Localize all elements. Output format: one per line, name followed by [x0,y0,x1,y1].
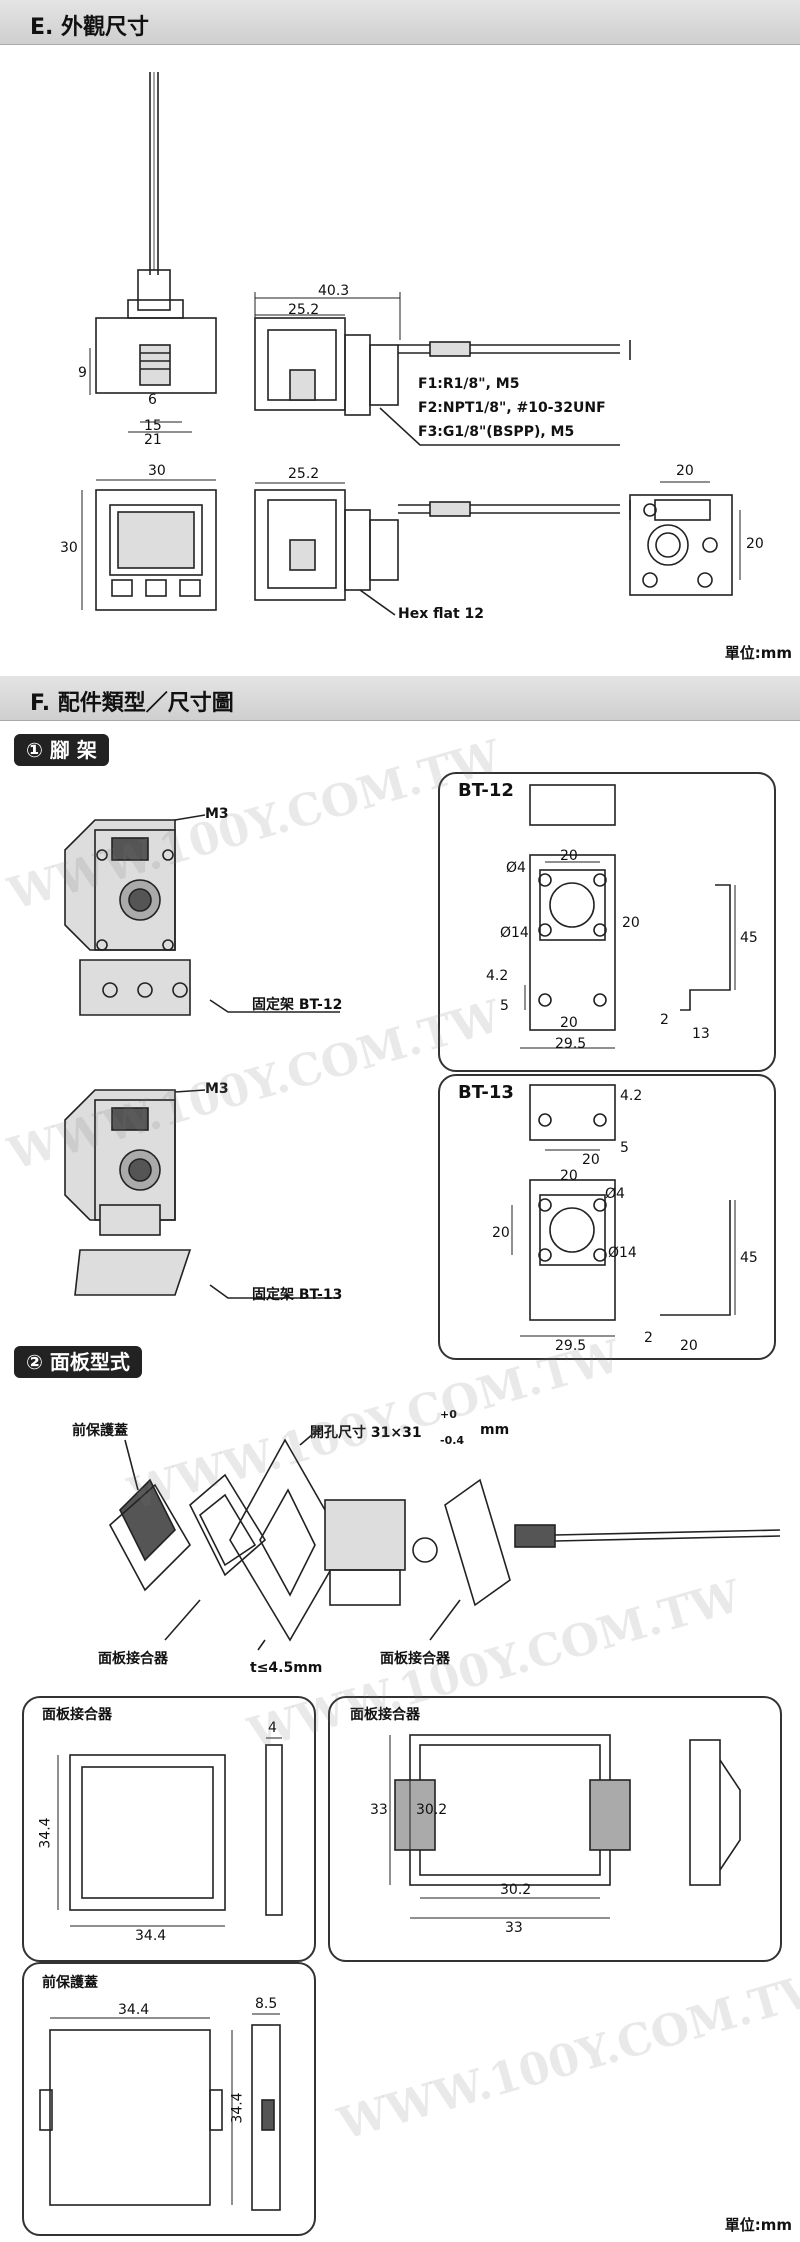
section-e-title: E. 外觀尺寸 [30,15,150,40]
bt12-d14: Ø14 [500,925,529,941]
adapter2-d30-2-v: 30.2 [416,1802,448,1818]
cover-d34-4-v: 34.4 [229,2092,246,2124]
m3-label-bt12: M3 [205,806,229,822]
bt13-d29-5: 29.5 [555,1338,587,1354]
cover-box-title: 前保護蓋 [42,1975,98,1991]
hole-size-label: 開孔尺寸 31×31 [310,1425,422,1441]
unit-label-e: 單位:mm [724,644,792,662]
adapter-label-left: 面板接合器 [98,1651,168,1667]
bt13-d5: 5 [620,1140,629,1156]
thickness-label: t≤4.5mm [250,1660,323,1676]
thread-f1: F1:R1/8", M5 [418,376,520,392]
bt12-d20b: 20 [622,915,640,931]
dim-20-height: 20 [746,536,764,552]
bt12-d5: 5 [500,998,509,1014]
cover-d34-4-h: 34.4 [118,2002,150,2018]
thread-f3: F3:G1/8"(BSPP), M5 [418,424,575,440]
thread-f2: F2:NPT1/8", #10-32UNF [418,400,606,416]
adapter-side-drawing [389,1734,741,1919]
cover-d8-5: 8.5 [255,1996,278,2012]
section-e-header: E. 外觀尺寸 [0,0,800,45]
bt13-d20d: 20 [680,1338,698,1354]
bt12-title: BT-12 [458,780,514,801]
bt12-d20a: 20 [560,848,578,864]
bt13-iso-drawing [64,1089,340,1299]
adapter-d4: 4 [268,1720,277,1736]
bt13-d20c: 20 [492,1225,510,1241]
bt12-detail-drawing [520,784,736,1049]
unit-label-f: 單位:mm [724,2216,792,2234]
sensor-top-view-drawing [89,72,631,446]
bt13-d4-2: 4.2 [620,1088,643,1104]
dim-6: 6 [148,392,157,408]
bt12-d29-5: 29.5 [555,1036,587,1052]
m3-label-bt13: M3 [205,1081,229,1097]
adapter2-d30-2-h: 30.2 [500,1882,532,1898]
adapter-d34-4-h: 34.4 [135,1928,167,1944]
dim-25-2-side: 25.2 [288,466,320,482]
panel-mount-exploded-drawing [108,1427,781,1651]
bt13-d20a: 20 [582,1152,600,1168]
bt12-d4-2: 4.2 [486,968,509,984]
section-f-header: F. 配件類型／尺寸圖 [0,676,800,721]
front-cover-label: 前保護蓋 [72,1423,128,1439]
adapter2-d33-v: 33 [370,1802,388,1818]
bt13-d4: Ø4 [605,1186,625,1202]
adapter-label-right: 面板接合器 [380,1651,450,1667]
adapter-detail-drawing [57,1737,283,1927]
bt13-d45: 45 [740,1250,758,1266]
panel-section-label: ② 面板型式 [14,1346,142,1378]
bt13-caption: 固定架 BT-13 [252,1287,343,1303]
adapter-detail-box [22,1696,316,1962]
bt12-d45: 45 [740,930,758,946]
bt13-detail-drawing [511,1084,736,1337]
section-f-title: F. 配件類型／尺寸圖 [30,691,234,716]
dim-20-width: 20 [676,463,694,479]
bt12-d4: Ø4 [506,860,526,876]
bt13-d2: 2 [644,1330,653,1346]
dim-9: 9 [78,365,87,381]
bt12-d20c: 20 [560,1015,578,1031]
bt13-d14: Ø14 [608,1245,637,1261]
dim-30-width: 30 [148,463,166,479]
dim-40-3: 40.3 [318,283,350,299]
bt12-iso-drawing [64,814,340,1016]
dim-30-height: 30 [60,540,78,556]
sensor-front-side-rear-drawing [81,479,741,616]
bt13-title: BT-13 [458,1082,514,1103]
bt13-detail-box [438,1074,776,1360]
hole-tol-minus: -0.4 [440,1434,465,1447]
bt13-d20b: 20 [560,1168,578,1184]
dim-15: 15 [144,418,162,434]
hole-tol-plus: +0 [440,1408,457,1421]
bt12-caption: 固定架 BT-12 [252,997,343,1013]
bt12-d2: 2 [660,1012,669,1028]
adapter-box-title: 面板接合器 [42,1707,112,1723]
dim-25-2-top: 25.2 [288,302,320,318]
adapter-box2-title: 面板接合器 [350,1707,420,1723]
hex-flat-label: Hex flat 12 [398,606,484,622]
bt12-detail-box [438,772,776,1072]
adapter2-d33-h: 33 [505,1920,523,1936]
front-cover-detail-box [22,1962,316,2236]
bracket-section-label: ① 腳 架 [14,734,109,766]
bt12-d13: 13 [692,1026,710,1042]
dim-21: 21 [144,432,162,448]
hole-unit: mm [480,1422,510,1438]
